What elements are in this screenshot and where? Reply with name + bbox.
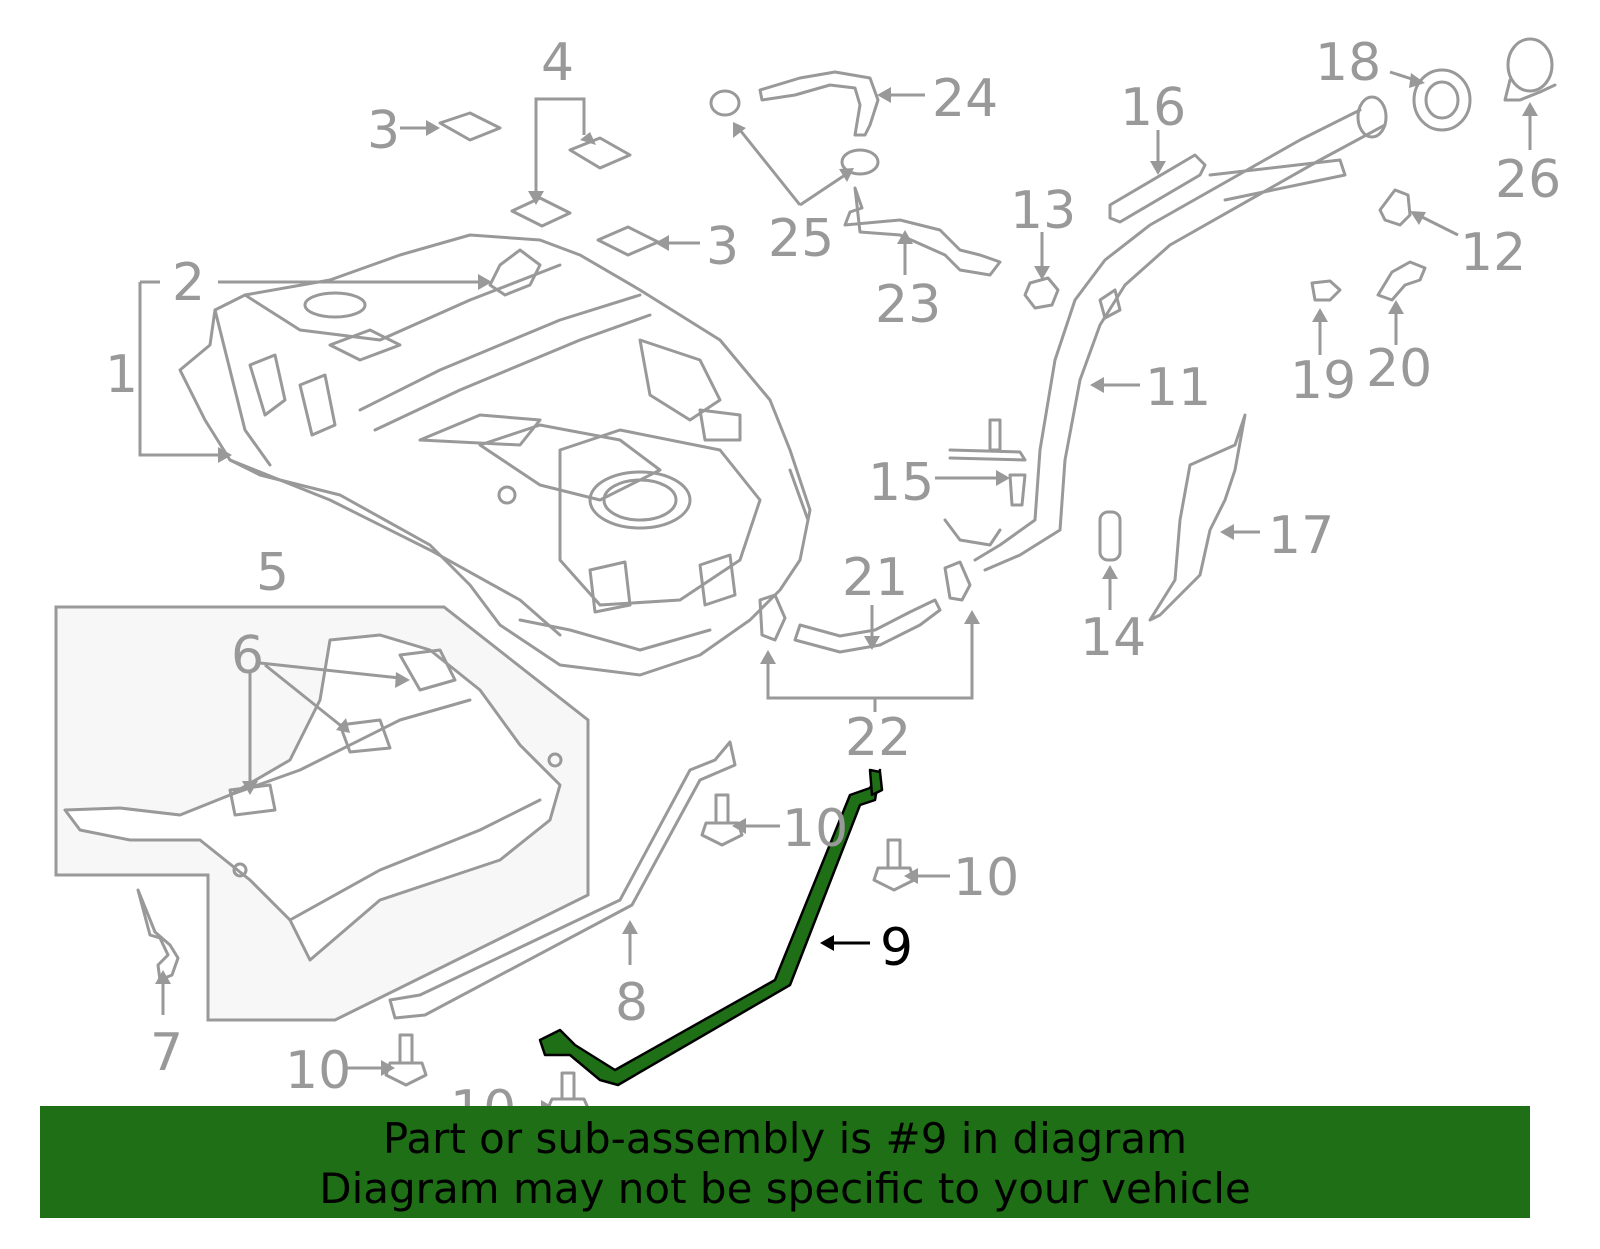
callout-13: 13 bbox=[1010, 181, 1076, 241]
callout-1: 1 bbox=[105, 345, 138, 405]
callout-16: 16 bbox=[1120, 78, 1186, 138]
plug-14 bbox=[1098, 510, 1122, 562]
callout-23: 23 bbox=[875, 275, 941, 335]
callout-10c: 10 bbox=[285, 1041, 351, 1101]
pad-4-left bbox=[510, 196, 572, 228]
callout-7: 7 bbox=[150, 1023, 183, 1083]
hose-24 bbox=[758, 70, 880, 137]
callout-2: 2 bbox=[172, 253, 205, 313]
pad-4-right bbox=[568, 136, 632, 170]
pad-3-lower bbox=[596, 225, 660, 257]
pad-3-upper bbox=[438, 111, 502, 142]
callout-14: 14 bbox=[1080, 608, 1146, 668]
arrowheads bbox=[155, 73, 1538, 1116]
filler-pipe bbox=[973, 95, 1388, 572]
grommet-19 bbox=[1310, 279, 1342, 302]
info-banner: Part or sub-assembly is #9 in diagram Di… bbox=[40, 1106, 1530, 1218]
callout-26: 26 bbox=[1495, 150, 1561, 210]
banner-line-1: Part or sub-assembly is #9 in diagram bbox=[382, 1114, 1188, 1163]
callout-5: 5 bbox=[256, 543, 289, 603]
callout-25: 25 bbox=[768, 209, 834, 269]
clamp-22-right bbox=[943, 560, 972, 602]
callout-18: 18 bbox=[1315, 33, 1381, 93]
protector-17 bbox=[1148, 413, 1247, 622]
callout-19: 19 bbox=[1290, 351, 1356, 411]
strap-8 bbox=[388, 740, 737, 1020]
clamp-22-left bbox=[758, 593, 787, 642]
bolt-10a bbox=[700, 793, 744, 847]
cap-13 bbox=[1023, 276, 1060, 310]
callout-21: 21 bbox=[842, 548, 908, 608]
callout-10a: 10 bbox=[782, 799, 848, 859]
hose-20 bbox=[1376, 260, 1427, 302]
strap-9-bracket bbox=[868, 768, 884, 797]
callout-4: 4 bbox=[541, 33, 574, 93]
callout-8: 8 bbox=[615, 973, 648, 1033]
clip-7 bbox=[136, 888, 180, 982]
callout-3-lower: 3 bbox=[706, 217, 739, 277]
callout-20: 20 bbox=[1366, 339, 1432, 399]
callout-9: 9 bbox=[880, 918, 913, 978]
heat-shield bbox=[63, 633, 563, 962]
callout-12: 12 bbox=[1460, 223, 1526, 283]
bracket-12 bbox=[1378, 188, 1412, 227]
hose-23 bbox=[843, 186, 1002, 277]
callout-10b: 10 bbox=[953, 848, 1019, 908]
callout-3-upper: 3 bbox=[367, 101, 400, 161]
hose-21 bbox=[793, 598, 942, 654]
bolt-10c bbox=[384, 1033, 428, 1087]
callout-15: 15 bbox=[868, 453, 934, 513]
callout-22: 22 bbox=[845, 708, 911, 768]
bolt-10b bbox=[872, 838, 916, 892]
breather-15 bbox=[943, 418, 1027, 547]
banner-line-2: Diagram may not be specific to your vehi… bbox=[319, 1164, 1251, 1213]
fuel-tank bbox=[178, 233, 812, 677]
callout-6: 6 bbox=[231, 626, 264, 686]
seal-18 bbox=[1412, 68, 1472, 132]
callout-17: 17 bbox=[1268, 506, 1334, 566]
callout-11: 11 bbox=[1145, 358, 1211, 418]
callout-24: 24 bbox=[932, 69, 998, 129]
clamp-25 bbox=[709, 89, 880, 176]
leader-lines bbox=[138, 70, 1532, 1110]
fuel-cap-26 bbox=[1503, 37, 1557, 102]
protector-16 bbox=[1108, 153, 1207, 224]
